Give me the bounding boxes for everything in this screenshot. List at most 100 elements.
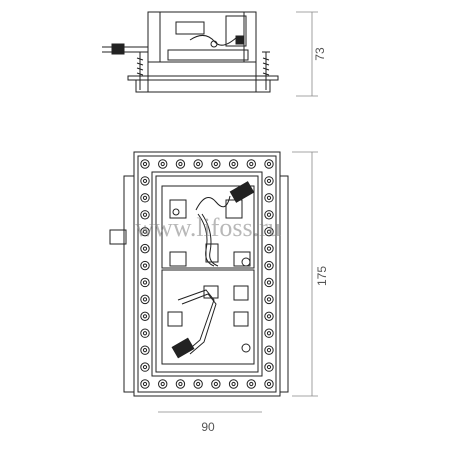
- bead: [228, 379, 239, 389]
- left-screw: [136, 51, 144, 90]
- bead: [140, 226, 150, 237]
- dimension-label-175: 175: [315, 266, 329, 286]
- bead-center: [142, 212, 148, 217]
- bead: [264, 311, 274, 322]
- bead: [140, 379, 150, 389]
- bead: [193, 159, 203, 169]
- bead-center: [231, 161, 236, 167]
- bead: [158, 159, 168, 169]
- decorative-bead-border: [140, 159, 274, 389]
- internal-chassis: [161, 181, 255, 365]
- bead: [264, 260, 274, 271]
- bead: [246, 159, 256, 169]
- bead-center: [178, 381, 183, 387]
- watermark: www.lifoss.ru: [135, 213, 281, 242]
- bead: [140, 159, 150, 169]
- bead-center: [142, 161, 148, 167]
- bead-center: [266, 364, 272, 370]
- bead: [264, 193, 274, 203]
- bead: [140, 243, 150, 254]
- bead: [264, 176, 274, 186]
- inner-frame: [151, 171, 263, 377]
- bead-center: [266, 280, 272, 285]
- side-view: [102, 11, 279, 93]
- bead-center: [142, 348, 148, 353]
- right-bracket: [279, 175, 289, 393]
- bead-center: [213, 381, 218, 387]
- bead-center: [266, 178, 272, 184]
- bead: [140, 210, 150, 220]
- bead: [264, 159, 274, 169]
- bead-center: [249, 161, 254, 167]
- bead-center: [142, 229, 148, 234]
- bead-center: [142, 178, 148, 184]
- dimension-90: 90: [158, 411, 262, 434]
- side-cable: [102, 46, 148, 53]
- right-screw: [262, 51, 270, 90]
- bead: [140, 311, 150, 322]
- bead: [158, 379, 168, 389]
- bead-center: [266, 348, 272, 353]
- bead-center: [266, 381, 272, 387]
- bead: [264, 328, 274, 338]
- bead-center: [266, 297, 272, 302]
- bead: [140, 328, 150, 338]
- dimension-73: 73: [296, 11, 327, 97]
- dimension-175: 175: [292, 151, 329, 397]
- bead: [140, 277, 150, 288]
- bead-center: [266, 263, 272, 268]
- bead-center: [266, 246, 272, 251]
- bead: [264, 277, 274, 288]
- bead: [175, 159, 186, 169]
- bead-center: [142, 331, 148, 336]
- bead-center: [142, 314, 148, 319]
- bead-center: [196, 381, 201, 387]
- bead: [264, 345, 274, 355]
- bead: [211, 379, 221, 389]
- bead-center: [266, 161, 272, 167]
- bead: [140, 176, 150, 186]
- bead-center: [142, 297, 148, 302]
- bead-center: [266, 229, 272, 234]
- bead-center: [142, 381, 148, 387]
- front-view: [109, 151, 289, 397]
- bead: [264, 294, 274, 305]
- bead: [264, 226, 274, 237]
- bead-center: [266, 212, 272, 217]
- dimension-label-90: 90: [201, 420, 215, 434]
- bead: [140, 294, 150, 305]
- bead: [193, 379, 203, 389]
- bead: [140, 193, 150, 203]
- bead: [264, 210, 274, 220]
- bead: [175, 379, 186, 389]
- bead-center: [160, 381, 165, 387]
- bead: [264, 379, 274, 389]
- bead-center: [178, 161, 183, 167]
- bead-center: [160, 161, 165, 167]
- bead: [140, 345, 150, 355]
- bead-center: [213, 161, 218, 167]
- bead-center: [249, 381, 254, 387]
- bead-center: [142, 263, 148, 268]
- bead-center: [142, 246, 148, 251]
- bead: [246, 379, 256, 389]
- bead-center: [266, 195, 272, 200]
- bead: [228, 159, 239, 169]
- outer-frame: [133, 151, 281, 397]
- bead-center: [142, 364, 148, 370]
- left-clip: [109, 229, 127, 245]
- bead-center: [266, 331, 272, 336]
- bead-center: [231, 381, 236, 387]
- bead: [211, 159, 221, 169]
- bead-center: [142, 195, 148, 200]
- bead-center: [266, 314, 272, 319]
- bead: [140, 362, 150, 372]
- dimension-label-73: 73: [313, 47, 327, 61]
- bead: [264, 243, 274, 254]
- bead: [264, 362, 274, 372]
- left-bracket: [123, 175, 135, 393]
- bead-center: [196, 161, 201, 167]
- bead-center: [142, 280, 148, 285]
- bead: [140, 260, 150, 271]
